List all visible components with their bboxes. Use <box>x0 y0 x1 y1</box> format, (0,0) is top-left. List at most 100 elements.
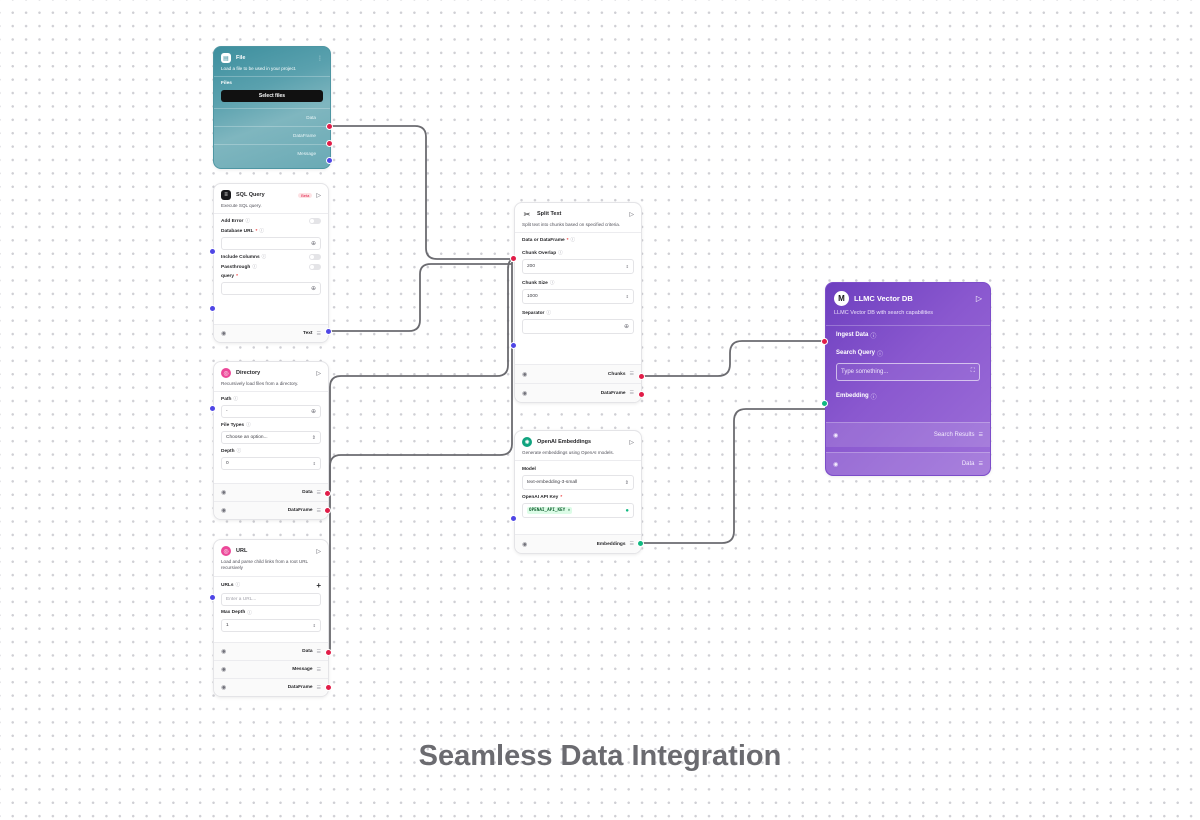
url-output-data[interactable]: ◉ Data ☰ <box>214 642 328 660</box>
sql-query-node[interactable]: ≡ SQL Query Beta ▷ Execute SQL query. Ad… <box>213 183 329 343</box>
more-icon[interactable]: ⋮ <box>317 55 323 62</box>
openai-embeddings-node[interactable]: ✺ OpenAI Embeddings ▷ Generate embedding… <box>514 430 642 554</box>
eye-icon[interactable]: ◉ <box>522 371 528 378</box>
grip-icon[interactable]: ☰ <box>316 489 321 496</box>
eye-icon[interactable]: ◉ <box>221 685 227 691</box>
split-separator-port[interactable] <box>510 342 517 349</box>
file-message-port[interactable] <box>326 157 333 164</box>
sql-input-port[interactable] <box>209 248 216 255</box>
directory-path-port[interactable] <box>209 405 216 412</box>
url-data-port[interactable] <box>325 649 332 656</box>
eye-icon[interactable]: ◉ <box>221 649 227 655</box>
sql-text-port[interactable] <box>325 328 332 335</box>
run-icon[interactable]: ▷ <box>975 294 982 303</box>
file-output-message[interactable]: Message <box>214 144 330 162</box>
eye-icon[interactable]: ◉ <box>833 461 839 468</box>
add-url-button[interactable]: + <box>316 580 321 590</box>
directory-data-port[interactable] <box>324 490 331 497</box>
openai-api-key-port[interactable] <box>510 515 517 522</box>
database-url-input[interactable]: ⊕ <box>221 237 321 251</box>
url-output-dataframe[interactable]: ◉ DataFrame ☰ <box>214 678 328 696</box>
eye-icon[interactable]: ◉ <box>522 541 528 548</box>
split-output-dataframe[interactable]: ◉ DataFrame ☰ <box>515 383 641 402</box>
directory-output-data[interactable]: ◉ Data ☰ <box>214 483 328 501</box>
eye-icon[interactable]: ◉ <box>221 667 227 673</box>
openai-output-embeddings[interactable]: ◉ Embeddings ☰ <box>515 534 641 553</box>
globe-icon[interactable]: ⊕ <box>623 324 629 331</box>
eye-icon[interactable]: ◉ <box>221 490 227 496</box>
url-node[interactable]: ◎ URL ▷ Load and parse child links from … <box>213 539 329 697</box>
globe-icon[interactable]: ⊕ <box>310 241 316 248</box>
max-depth-input[interactable]: 1⇕ <box>221 618 321 632</box>
chunk-overlap-value: 200 <box>527 264 536 270</box>
include-columns-toggle[interactable] <box>309 254 321 261</box>
sql-output-text[interactable]: ◉ Text ☰ <box>214 324 328 342</box>
llmc-ingest-port[interactable] <box>821 338 828 345</box>
run-icon[interactable]: ▷ <box>316 192 321 199</box>
llmc-vector-db-node[interactable]: M LLMC Vector DB ▷ LLMC Vector DB with s… <box>825 282 991 476</box>
search-results-icon[interactable]: ☰ <box>978 432 983 438</box>
grip-icon[interactable]: ☰ <box>316 684 321 691</box>
depth-input[interactable]: 0⇕ <box>221 457 321 471</box>
llmc-embedding-port[interactable] <box>821 400 828 407</box>
chunk-overlap-input[interactable]: 200 ⇕ <box>522 259 634 275</box>
directory-output-dataframe[interactable]: ◉ DataFrame ☰ <box>214 501 328 519</box>
eye-icon[interactable]: ◉ <box>833 432 839 439</box>
split-input-port[interactable] <box>510 255 517 262</box>
run-icon[interactable]: ▷ <box>629 439 634 446</box>
openai-embeddings-port[interactable] <box>637 540 644 547</box>
split-chunks-port[interactable] <box>638 373 645 380</box>
directory-node[interactable]: ◎ Directory ▷ Recursively load files fro… <box>213 361 329 520</box>
file-output-dataframe[interactable]: DataFrame <box>214 126 330 144</box>
url-urls-port[interactable] <box>209 594 216 601</box>
eye-icon[interactable]: ◉ <box>522 390 528 397</box>
search-query-input[interactable]: Type something...⛶ <box>836 362 980 381</box>
grip-icon[interactable]: ☰ <box>316 648 321 655</box>
run-icon[interactable]: ▷ <box>316 548 321 555</box>
grip-icon[interactable]: ☰ <box>316 666 321 673</box>
grip-icon[interactable]: ☰ <box>629 541 634 547</box>
file-data-port[interactable] <box>326 123 333 130</box>
url-dataframe-port[interactable] <box>325 684 332 691</box>
llmc-output-data[interactable]: ◉ Data ☰ <box>826 452 990 475</box>
add-error-toggle[interactable] <box>309 218 321 225</box>
globe-icon[interactable]: ⊕ <box>310 409 316 416</box>
passthrough-toggle[interactable] <box>309 264 321 271</box>
split-text-node[interactable]: ✂ Split Text ▷ Split text into chunks ba… <box>514 202 642 403</box>
file-node[interactable]: ▤ File ⋮ Load a file to be used in your … <box>213 46 331 169</box>
run-icon[interactable]: ▷ <box>316 370 321 377</box>
globe-icon[interactable]: ⊕ <box>310 286 316 293</box>
url-input[interactable]: Enter a URL... <box>221 592 321 606</box>
grip-icon[interactable]: ☰ <box>316 330 321 337</box>
api-key-chip[interactable]: OPENAI_API_KEY ✕ <box>527 507 573 515</box>
stepper-icon[interactable]: ⇕ <box>312 622 316 628</box>
llmc-output-search-results[interactable]: ◉ Search Results ☰ <box>826 422 990 447</box>
stepper-icon[interactable]: ⇕ <box>625 294 629 300</box>
stepper-icon[interactable]: ⇕ <box>312 461 316 467</box>
run-icon[interactable]: ▷ <box>629 211 634 218</box>
stepper-icon[interactable]: ⇕ <box>625 264 629 270</box>
api-key-input[interactable]: OPENAI_API_KEY ✕ ● <box>522 503 634 519</box>
select-files-button[interactable]: Select files <box>221 90 323 103</box>
sql-query-port[interactable] <box>209 305 216 312</box>
split-dataframe-port[interactable] <box>638 391 645 398</box>
eye-icon[interactable]: ◉ <box>221 508 227 514</box>
separator-input[interactable]: ⊕ <box>522 319 634 335</box>
file-types-select[interactable]: Choose an option...⇕ <box>221 431 321 445</box>
grip-icon[interactable]: ☰ <box>316 507 321 514</box>
chunk-size-input[interactable]: 1000⇕ <box>522 289 634 305</box>
globe-icon[interactable]: ● <box>625 507 629 514</box>
url-output-message[interactable]: ◉ Message ☰ <box>214 660 328 678</box>
grip-icon[interactable]: ☰ <box>629 371 634 377</box>
eye-icon[interactable]: ◉ <box>221 331 227 337</box>
directory-dataframe-port[interactable] <box>324 507 331 514</box>
expand-icon[interactable]: ⛶ <box>970 368 975 375</box>
file-output-data[interactable]: Data <box>214 108 330 126</box>
split-output-chunks[interactable]: ◉ Chunks ☰ <box>515 364 641 383</box>
grip-icon[interactable]: ☰ <box>629 390 634 396</box>
model-select[interactable]: text-embedding-3-small⇕ <box>522 475 634 491</box>
file-dataframe-port[interactable] <box>326 140 333 147</box>
path-input[interactable]: -⊕ <box>221 405 321 419</box>
query-input[interactable]: ⊕ <box>221 282 321 296</box>
grip-icon[interactable]: ☰ <box>978 461 983 467</box>
